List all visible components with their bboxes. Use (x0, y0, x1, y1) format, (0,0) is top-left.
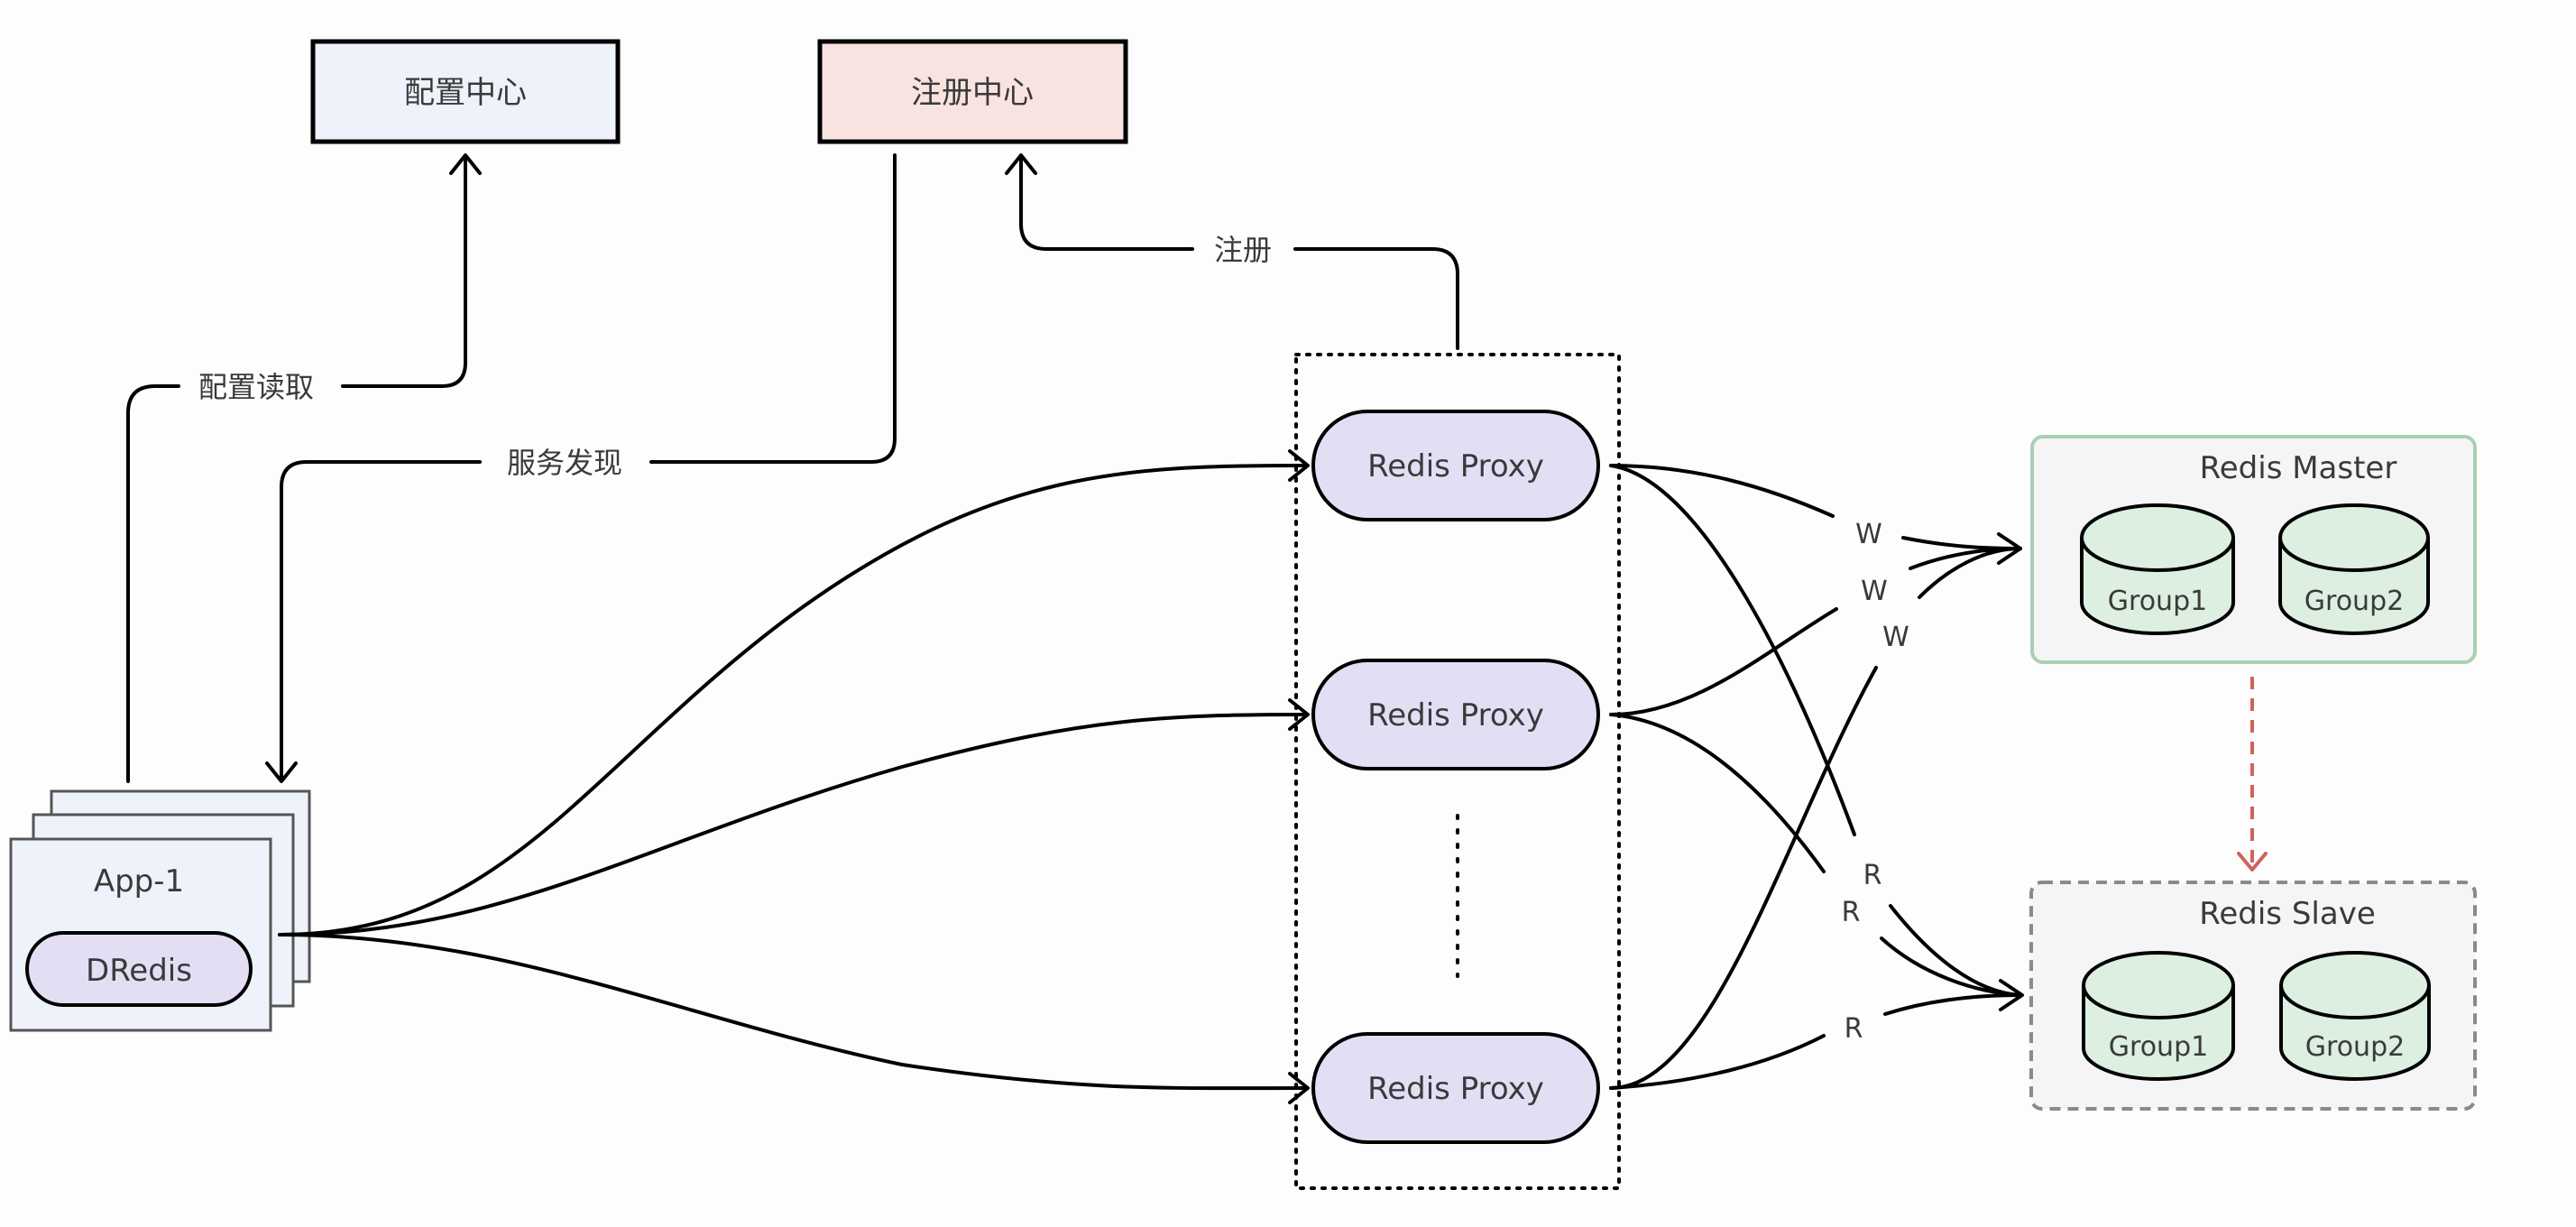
write-label: W (1855, 519, 1882, 550)
master-group2-label: Group2 (2305, 586, 2404, 617)
app-to-proxy-edges (278, 449, 1310, 1104)
registry-center-box (817, 39, 1128, 144)
write-edge-line (1609, 464, 1835, 518)
write-edge-line (1609, 666, 1878, 1090)
write-edge-line (1609, 607, 1838, 716)
registry-center-label: 注册中心 (911, 75, 1034, 111)
cylinder-top (2279, 951, 2431, 1019)
redis-proxy-node[interactable]: Redis Proxy (1311, 659, 1600, 770)
write-edge-line (1918, 547, 2022, 599)
service-discovery-line-left (280, 460, 482, 780)
proxy-cluster-boundary (1294, 353, 1621, 1190)
write-label: W (1882, 622, 1909, 653)
cylinder-top (2082, 951, 2235, 1019)
redis-proxy-pill (1311, 1032, 1600, 1144)
arrow-down-icon (265, 761, 298, 783)
slave-group1-label: Group1 (2109, 1031, 2208, 1063)
redis-proxy-label: Redis Proxy (1367, 448, 1544, 484)
app-node[interactable]: App-1 DRedis (9, 789, 311, 1032)
app-to-proxy-1-line (278, 464, 1308, 936)
write-label: W (1861, 576, 1888, 607)
redis-proxy-node[interactable]: Redis Proxy (1311, 410, 1600, 521)
read-edge-line (1883, 993, 2022, 1016)
app-to-proxy-3-line (278, 933, 1308, 1091)
config-read-edge: 配置读取 (126, 153, 482, 783)
redis-proxy-pill (1311, 410, 1600, 521)
app-label: App-1 (94, 863, 184, 899)
redis-proxy-pill (1311, 659, 1600, 770)
dredis-pill[interactable] (25, 931, 253, 1007)
arrow-right-icon (1999, 979, 2024, 1011)
slave-group2-label: Group2 (2305, 1031, 2405, 1063)
registry-center-node[interactable]: 注册中心 (817, 39, 1128, 144)
read-edge-line (1609, 713, 1826, 873)
read-edge-line (1609, 1034, 1826, 1090)
cylinder-top (2278, 503, 2430, 572)
arrow-right-icon (1997, 532, 2022, 565)
redis-proxy-node[interactable]: Redis Proxy (1311, 1032, 1600, 1144)
redis-master-node[interactable]: Redis Master Group1 Group2 (2030, 435, 2477, 664)
service-discovery-label: 服务发现 (507, 446, 622, 480)
app-to-proxy-2-line (278, 713, 1308, 936)
read-label: R (1842, 897, 1861, 928)
cylinder-top (2080, 503, 2235, 572)
register-edge: 注册 (1005, 153, 1459, 350)
register-line-left (1019, 157, 1194, 251)
redis-proxy-label: Redis Proxy (1367, 1071, 1544, 1107)
arrow-up-icon (449, 153, 482, 175)
register-line-right (1293, 247, 1459, 350)
config-center-node[interactable]: 配置中心 (310, 39, 621, 144)
service-discovery-edge: 服务发现 (265, 153, 897, 783)
config-center-label: 配置中心 (404, 75, 527, 111)
arrow-down-icon (2237, 852, 2268, 872)
write-edges: W W W (1609, 464, 2022, 1090)
redis-master-title: Redis Master (2200, 450, 2397, 486)
master-group2-cylinder[interactable]: Group2 (2278, 503, 2430, 635)
read-label: R (1863, 860, 1882, 891)
read-label: R (1845, 1013, 1863, 1045)
config-center-box (310, 39, 621, 144)
redis-proxy-label: Redis Proxy (1367, 697, 1544, 733)
read-edge-line (1609, 464, 1856, 836)
config-read-line-right (341, 157, 467, 388)
redis-slave-node[interactable]: Redis Slave Group1 Group2 (2029, 881, 2477, 1111)
register-label: 注册 (1214, 233, 1272, 267)
read-edge-line (1880, 936, 2022, 997)
master-group1-cylinder[interactable]: Group1 (2080, 503, 2235, 635)
slave-group1-cylinder[interactable]: Group1 (2082, 951, 2235, 1081)
slave-group2-cylinder[interactable]: Group2 (2279, 951, 2431, 1081)
arrow-up-icon (1005, 153, 1037, 175)
dredis-label: DRedis (86, 953, 192, 989)
write-edge-line (1901, 536, 2022, 550)
read-edges: R R R (1609, 464, 2024, 1090)
config-read-line (126, 384, 180, 783)
replication-edge (2237, 677, 2268, 872)
master-group1-label: Group1 (2108, 586, 2207, 617)
redis-slave-title: Redis Slave (2199, 896, 2375, 932)
proxy-cluster: Redis Proxy Redis Proxy Redis Proxy (1294, 353, 1621, 1190)
config-read-label: 配置读取 (198, 370, 314, 404)
service-discovery-line-right (649, 153, 897, 464)
